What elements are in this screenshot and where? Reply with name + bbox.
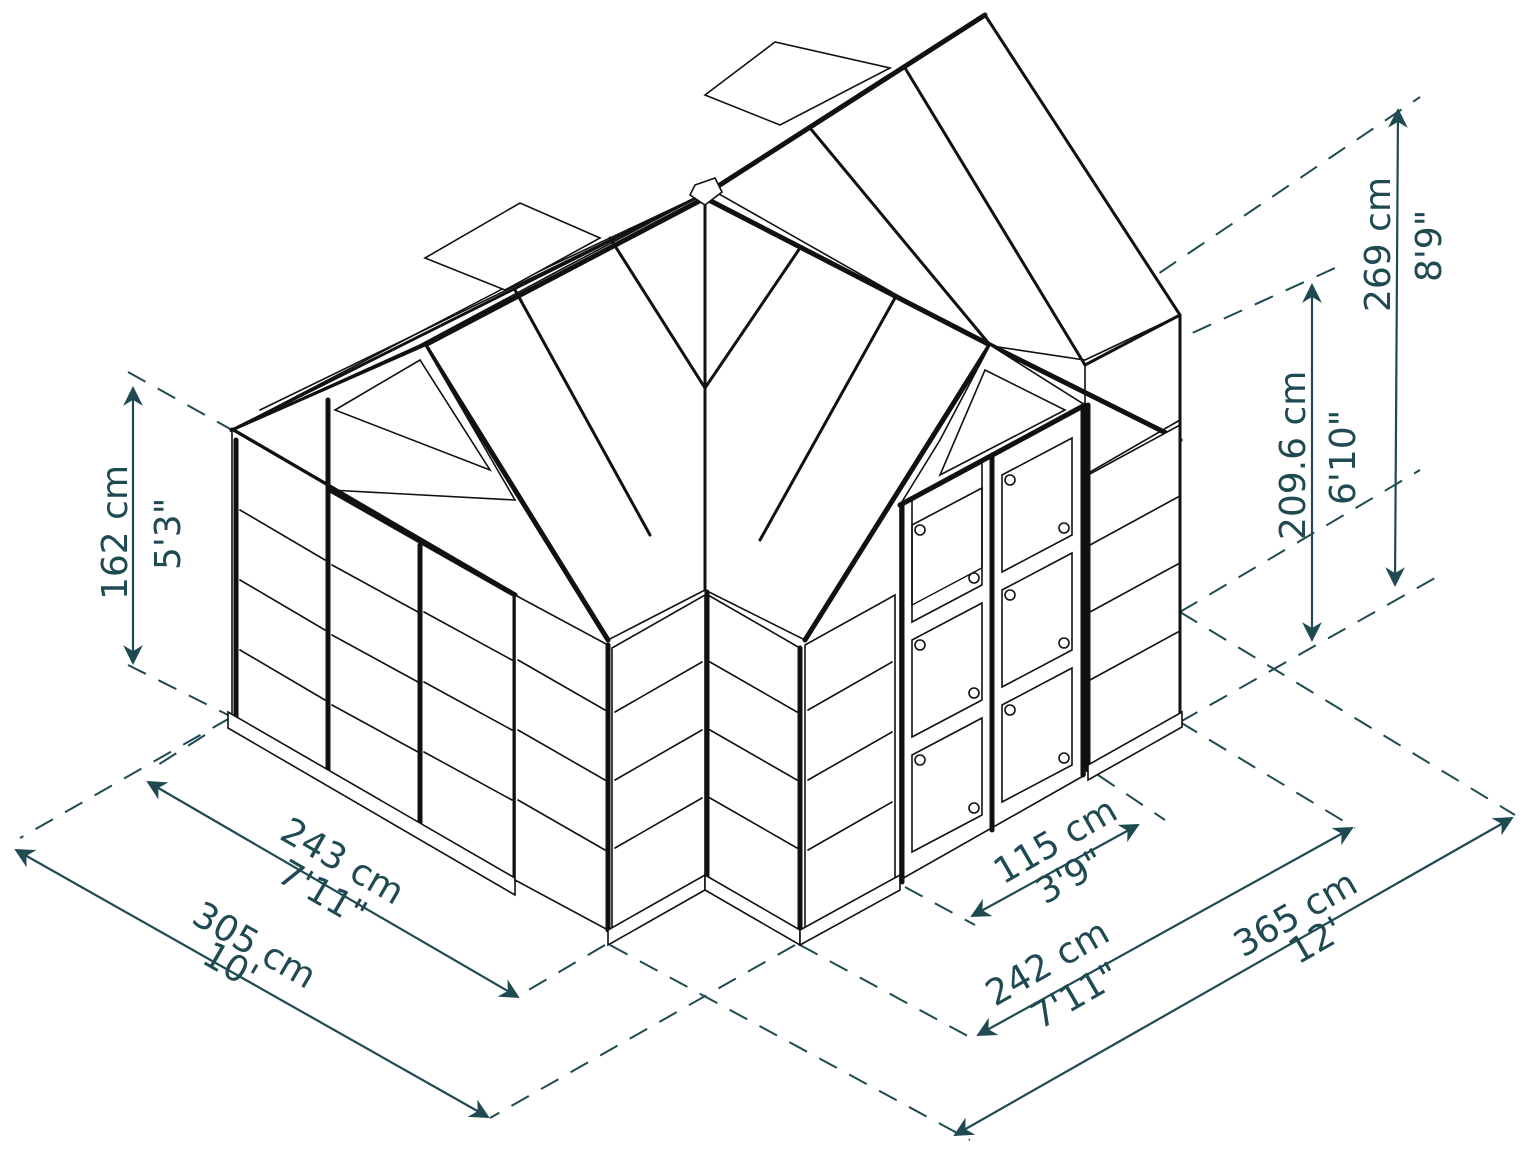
total-depth-metric: 305 cm — [186, 894, 323, 997]
eave-height-metric: 162 cm — [95, 465, 136, 600]
extension-lines — [19, 96, 1516, 1141]
door — [897, 402, 1088, 885]
total-height-arrow — [1385, 108, 1408, 587]
right-side-wall — [799, 593, 901, 947]
dimension-arrows — [14, 108, 1514, 1136]
total-height-imperial: 8'9" — [1409, 210, 1450, 282]
center-left-wall — [607, 593, 706, 947]
back-roof — [709, 12, 1182, 722]
eave-height-imperial: 5'3" — [148, 498, 189, 570]
left-back-roof — [230, 188, 714, 432]
total-width-arrow — [953, 817, 1514, 1136]
door-height-metric: 209.6 cm — [1273, 371, 1314, 540]
center-right-wall — [704, 589, 803, 947]
total-depth-arrow — [14, 849, 490, 1118]
door-ornaments — [914, 474, 1070, 814]
right-end-wall — [1085, 402, 1183, 782]
roof-vents — [423, 41, 893, 291]
front-right-roof — [702, 195, 1183, 643]
door-height-imperial: 6'10" — [1323, 410, 1364, 505]
front-left-roof — [422, 195, 708, 643]
left-side-wall — [514, 593, 611, 933]
greenhouse — [227, 12, 1183, 947]
total-height-metric: 269 cm — [1358, 177, 1399, 312]
